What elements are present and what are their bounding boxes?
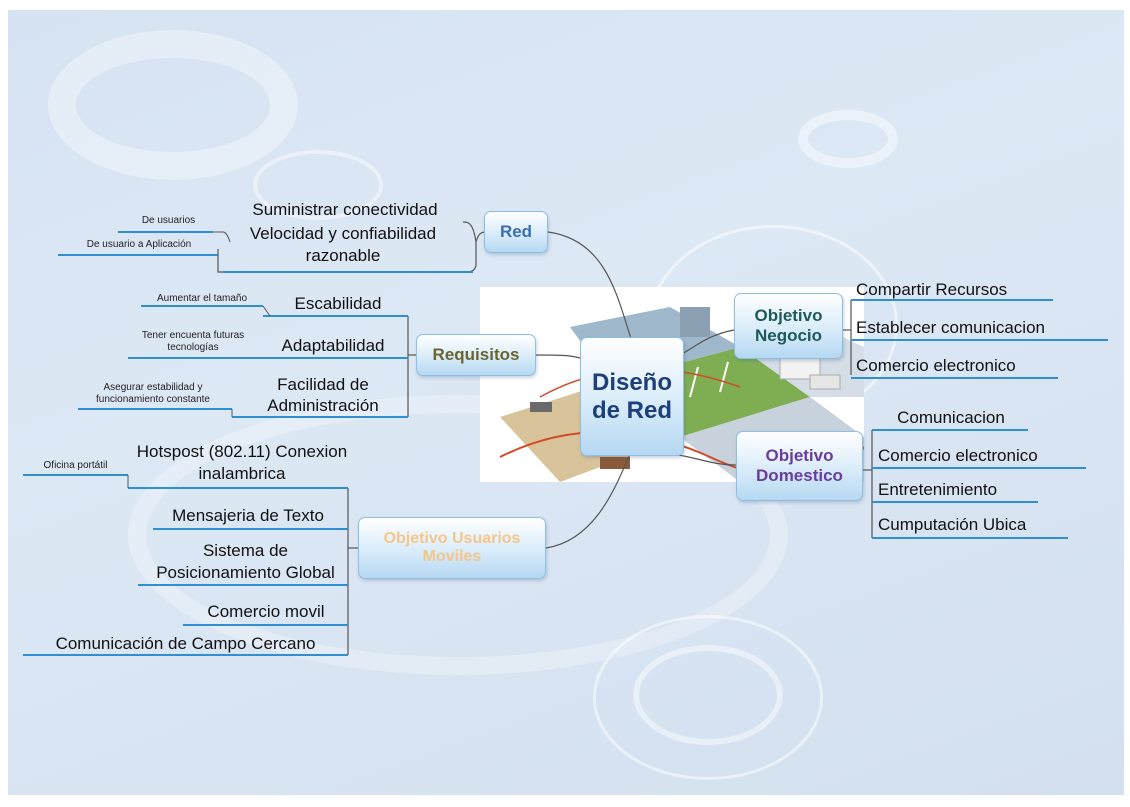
subtopic-requisitos-2[interactable]: Facilidad de Administración: [240, 374, 406, 416]
subtopic-domestico-0[interactable]: Comunicacion: [897, 408, 1005, 427]
subtopic-moviles-2[interactable]: Sistema de Posicionamiento Global: [143, 540, 348, 584]
branch-negocio-label: Objetivo Negocio: [754, 306, 823, 345]
leaf-red-1[interactable]: De usuario a Aplicación: [86, 239, 192, 250]
leaf-requisitos-2[interactable]: Asegurar estabilidad y funcionamiento co…: [73, 382, 233, 406]
subtopic-negocio-1[interactable]: Establecer comunicacion: [856, 318, 1045, 337]
connector-domestico: [677, 454, 737, 466]
subtopic-moviles-4[interactable]: Comunicación de Campo Cercano: [55, 634, 316, 653]
subtopic-domestico-2[interactable]: Entretenimiento: [878, 480, 998, 499]
branch-red-label: Red: [499, 222, 533, 242]
branch-requisitos-label: Requisitos: [432, 345, 520, 365]
connector-moviles: [545, 453, 631, 549]
branch-negocio[interactable]: Objetivo Negocio: [734, 293, 843, 359]
connector-lines: [23, 221, 1108, 656]
subtopic-moviles-0[interactable]: Hotspost (802.11) Conexion inalambrica: [136, 441, 348, 485]
subtopic-negocio-2[interactable]: Comercio electronico: [856, 356, 1016, 375]
branch-requisitos[interactable]: Requisitos: [416, 334, 536, 376]
branch-domestico[interactable]: Objetivo Domestico: [736, 431, 863, 501]
subtopic-domestico-3[interactable]: Cumputación Ubica: [878, 515, 1027, 534]
leaf-moviles-0[interactable]: Oficina portátil: [43, 460, 108, 471]
branch-red[interactable]: Red: [484, 211, 548, 253]
leaf-requisitos-1-label: Tener encuenta futuras tecnologías: [141, 330, 245, 353]
branch-moviles[interactable]: Objetivo Usuarios Moviles: [358, 517, 546, 579]
subtopic-moviles-1[interactable]: Mensajeria de Texto: [172, 506, 324, 525]
central-topic-label: Diseño de Red: [591, 368, 672, 424]
branch-domestico-label: Objetivo Domestico: [756, 446, 843, 485]
subtopic-red-0[interactable]: Suministrar conectividad: [252, 200, 438, 219]
subtopic-moviles-2-label: Sistema de Posicionamiento Global: [156, 541, 335, 582]
branch-moviles-label: Objetivo Usuarios Moviles: [383, 529, 521, 565]
leaf-requisitos-2-label: Asegurar estabilidad y funcionamiento co…: [96, 382, 210, 405]
leaf-requisitos-1[interactable]: Tener encuenta futuras tecnologías: [128, 330, 258, 354]
subtopic-moviles-3[interactable]: Comercio movil: [207, 602, 325, 621]
subtopic-requisitos-0[interactable]: Escabilidad: [294, 294, 382, 313]
decor-ring: [253, 150, 383, 220]
connector-negocio: [679, 329, 735, 356]
subtopic-moviles-0-label: Hotspost (802.11) Conexion inalambrica: [136, 442, 348, 483]
subtopic-red-1[interactable]: Velocidad y confiabilidad razonable: [213, 223, 473, 267]
connector-requisitos: [535, 354, 587, 361]
subtopic-negocio-0[interactable]: Compartir Recursos: [856, 280, 1008, 299]
subtopic-domestico-1[interactable]: Comercio electronico: [878, 446, 1038, 465]
decor-ring: [798, 110, 898, 168]
decor-ring: [633, 645, 783, 745]
decor-ring: [593, 615, 823, 780]
subtopic-red-1-label: Velocidad y confiabilidad razonable: [249, 224, 437, 265]
leaf-requisitos-0[interactable]: Aumentar el tamaño: [156, 293, 248, 304]
connector-red: [547, 231, 634, 346]
mind-map-canvas: Diseño de Red Red Requisitos Objetivo Us…: [8, 10, 1124, 795]
subtopic-requisitos-1[interactable]: Adaptabilidad: [281, 336, 385, 355]
central-topic[interactable]: Diseño de Red: [580, 337, 684, 456]
subtopic-requisitos-2-label: Facilidad de Administración: [267, 375, 379, 415]
leaf-red-0[interactable]: De usuarios: [141, 215, 196, 226]
